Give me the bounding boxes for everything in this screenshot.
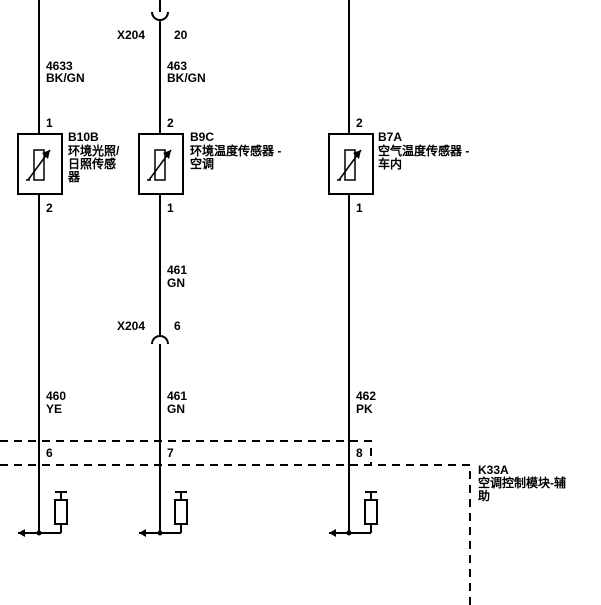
b7a-name-line1: 空气温度传感器 - [378,143,469,158]
b10b-pin-bottom: 2 [46,201,53,215]
circuit-461-lower-number: 461 [167,389,187,403]
b10b-pin-top: 1 [46,116,53,130]
circuit-460-number: 460 [46,389,66,403]
sensor-b9c [138,133,184,195]
module-id: K33A [478,463,509,477]
circuit-463-color: BK/GN [167,71,206,85]
internal-circuit-pin-7 [139,491,188,537]
b10b-name-line3: 器 [67,170,81,184]
b10b-name-line2: 日照传感 [68,156,116,171]
ground-arrow-icon [329,529,336,537]
internal-circuit-pin-6 [18,491,68,537]
circuit-4633-number: 4633 [46,59,73,73]
mid-connector-id: X204 [117,319,145,333]
module-name-line1: 空调控制模块-辅 [478,475,566,490]
b10b-name-line1: 环境光照/ [68,143,120,158]
circuit-461-upper-number: 461 [167,263,187,277]
resistor-symbol [174,499,188,525]
circuit-460-color: YE [46,402,62,416]
top-connector-pin: 20 [174,28,188,42]
circuit-4633-color: BK/GN [46,71,85,85]
b9c-pin-top: 2 [167,116,174,130]
module-name-line2: 助 [478,488,490,503]
circuit-462-color: PK [356,402,373,416]
circuit-461-upper-color: GN [167,276,185,290]
b7a-pin-bottom: 1 [356,201,363,215]
module-pin-7: 7 [167,446,174,460]
module-pin-6: 6 [46,446,53,460]
module-boundary [0,440,471,605]
circuit-462-number: 462 [356,389,376,403]
ground-arrow-icon [139,529,146,537]
sensor-b7a [328,133,374,195]
top-connector-id: X204 [117,28,145,42]
b7a-id: B7A [378,130,402,144]
module-pin-8: 8 [356,446,363,460]
ground-arrow-icon [18,529,25,537]
b7a-pin-top: 2 [356,116,363,130]
b9c-id: B9C [190,130,214,144]
circuit-461-lower-color: GN [167,402,185,416]
mid-connector-pin: 6 [174,319,181,333]
resistor-symbol [54,499,68,525]
wire-463-461 [151,0,169,533]
circuit-463-number: 463 [167,59,187,73]
resistor-symbol [364,499,378,525]
b9c-name-line1: 环境温度传感器 - [190,143,281,158]
sensor-b10b [17,133,63,195]
b10b-id: B10B [68,130,99,144]
b7a-name-line2: 车内 [378,156,402,171]
b9c-name-line2: 空调 [190,156,214,171]
b9c-pin-bottom: 1 [167,201,174,215]
internal-circuit-pin-8 [329,491,378,537]
